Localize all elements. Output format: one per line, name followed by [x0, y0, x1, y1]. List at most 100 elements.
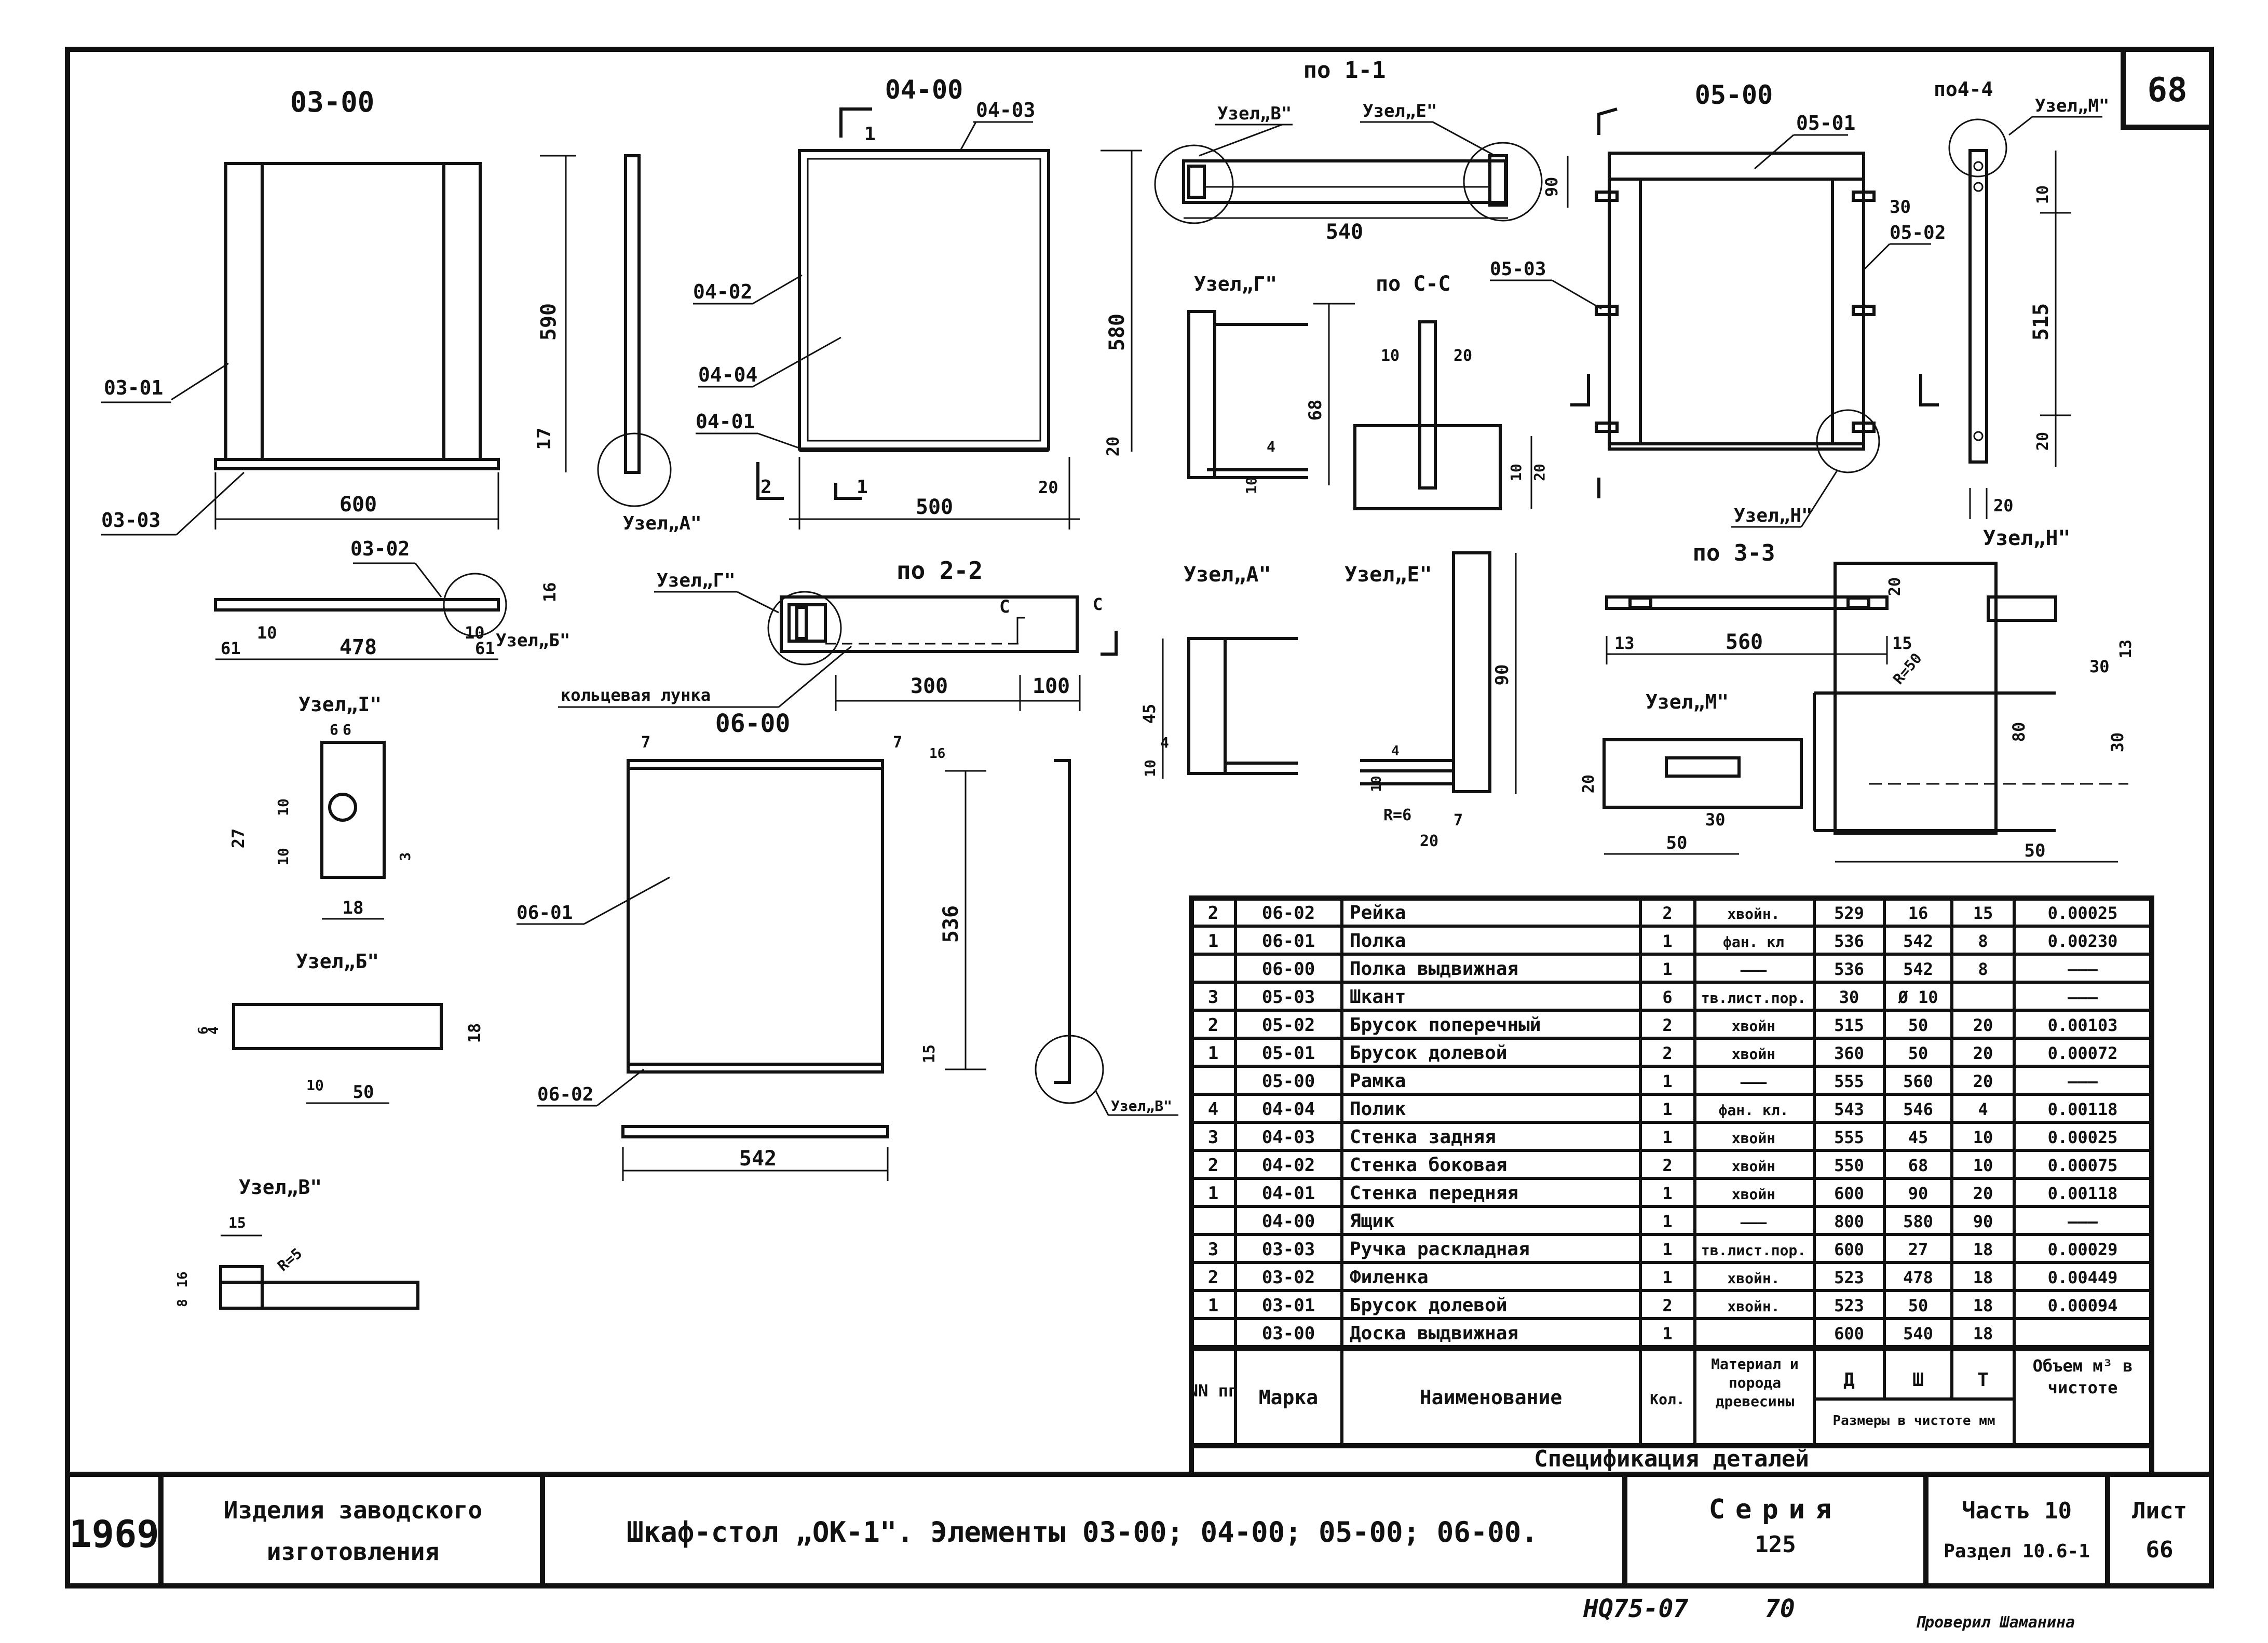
svg-text:3: 3 [397, 852, 414, 861]
spec-cell-mat: хвойн. [1727, 905, 1780, 922]
title-block: 1969 Изделия заводского изготовления Шка… [69, 1474, 2187, 1586]
spec-cell-sh: 560 [1903, 1071, 1933, 1091]
svg-text:Узел„А": Узел„А" [1184, 563, 1271, 587]
spec-header-nn: NN пп [1188, 1381, 1238, 1401]
spec-cell-t: 18 [1973, 1296, 1993, 1315]
spec-cell-marka: 05-03 [1262, 987, 1315, 1008]
spec-cell-mat: ——— [1741, 961, 1767, 979]
tb-section: Раздел 10.6-1 [1944, 1541, 2090, 1562]
spec-cell-kol: 1 [1662, 1324, 1672, 1343]
spec-cell-marka: 05-02 [1262, 1015, 1315, 1036]
footer-checked: Проверил Шаманина [1916, 1613, 2075, 1632]
svg-text:10: 10 [465, 623, 485, 643]
svg-text:R=50: R=50 [1890, 650, 1925, 688]
svg-text:04-02: 04-02 [693, 280, 752, 303]
svg-text:20: 20 [1038, 478, 1058, 497]
spec-cell-vol: 0.00072 [2048, 1043, 2118, 1063]
svg-text:Узел„М": Узел„М" [1646, 690, 1729, 713]
section-4-4: по4-4 Узел„М" 10 515 20 20 [1934, 78, 2109, 519]
spec-cell-name: Полик [1350, 1098, 1406, 1120]
svg-text:61: 61 [475, 639, 495, 658]
spec-cell-name: Рамка [1350, 1070, 1406, 1092]
svg-text:10: 10 [275, 798, 292, 816]
svg-text:61: 61 [221, 639, 241, 658]
spec-cell-t: 20 [1973, 1015, 1993, 1035]
svg-text:20: 20 [1103, 437, 1123, 457]
svg-text:80: 80 [2009, 722, 2029, 742]
svg-text:536: 536 [939, 905, 963, 943]
svg-text:4: 4 [1267, 438, 1275, 455]
svg-text:С: С [1093, 594, 1103, 614]
spec-cell-d: 555 [1834, 1128, 1864, 1147]
spec-cell-name: Брусок поперечный [1350, 1014, 1541, 1036]
svg-text:515: 515 [2029, 303, 2053, 341]
detail-uzel-n: Узел„Н" 20 13 30 80 30 50 R=50 [1813, 526, 2135, 863]
spec-cell-mat: хвойн [1732, 1186, 1775, 1203]
tb-part: Часть 10 [1962, 1498, 2072, 1524]
part-03-00: 03-00 600 590 17 Узел„А" 03-01 03-03 03-… [101, 86, 702, 660]
svg-text:05-02: 05-02 [1890, 222, 1946, 243]
spec-cell-t: 4 [1978, 1099, 1988, 1119]
spec-cell-mat: тв.лист.пор. [1701, 989, 1806, 1007]
svg-text:7: 7 [893, 734, 902, 752]
spec-cell-d: 515 [1834, 1015, 1864, 1035]
svg-text:16: 16 [175, 1271, 191, 1287]
spec-cell-name: Полка [1350, 930, 1406, 952]
spec-header-sh: Ш [1912, 1369, 1924, 1391]
svg-text:20: 20 [1531, 464, 1548, 481]
spec-cell-kol: 1 [1662, 931, 1672, 951]
svg-text:по 3-3: по 3-3 [1693, 540, 1775, 566]
svg-text:04-04: 04-04 [698, 363, 757, 386]
spec-cell-marka: 03-03 [1262, 1239, 1315, 1260]
svg-text:50: 50 [353, 1082, 374, 1103]
svg-text:2: 2 [760, 477, 772, 498]
spec-cell-vol: 0.00075 [2048, 1156, 2118, 1175]
spec-cell-name: Стенка передняя [1350, 1183, 1518, 1204]
svg-text:03-01: 03-01 [104, 376, 163, 399]
tb-org2: изготовления [267, 1538, 439, 1566]
spec-cell-t: 8 [1978, 959, 1988, 979]
tb-sheet-label: Лист [2132, 1498, 2187, 1524]
svg-text:45: 45 [1139, 704, 1159, 724]
spec-cell-vol: 0.00118 [2048, 1099, 2118, 1119]
svg-text:Узел„М": Узел„М" [2035, 96, 2109, 116]
svg-text:20: 20 [1580, 775, 1598, 793]
svg-text:600: 600 [339, 493, 377, 517]
tb-sheet: 66 [2146, 1537, 2174, 1563]
svg-text:06-00: 06-00 [715, 709, 791, 738]
spec-cell-mat: хвойн [1732, 1045, 1775, 1063]
svg-text:30: 30 [2089, 657, 2110, 676]
spec-cell-n: 3 [1208, 1239, 1218, 1260]
spec-cell-vol: 0.00025 [2048, 1128, 2118, 1147]
svg-text:580: 580 [1105, 314, 1129, 351]
spec-cell-kol: 1 [1662, 1099, 1672, 1119]
svg-text:10: 10 [257, 623, 277, 643]
spec-cell-name: Доска выдвижная [1350, 1323, 1518, 1344]
svg-text:50: 50 [1666, 833, 1688, 853]
spec-cell-vol: ——— [2068, 959, 2098, 979]
svg-text:04-01: 04-01 [696, 410, 755, 433]
svg-text:30: 30 [1890, 197, 1911, 218]
spec-cell-d: 536 [1834, 931, 1864, 951]
spec-cell-marka: 06-00 [1262, 959, 1315, 980]
svg-text:16: 16 [540, 582, 560, 602]
spec-cell-mat: хвойн [1732, 1017, 1775, 1035]
spec-cell-d: 600 [1834, 1324, 1864, 1343]
svg-text:С: С [999, 596, 1010, 617]
spec-cell-kol: 2 [1662, 1015, 1672, 1035]
svg-text:Узел„Е": Узел„Е" [1344, 563, 1432, 587]
spec-cell-mat: хвойн. [1727, 1270, 1780, 1287]
spec-cell-d: 523 [1834, 1268, 1864, 1287]
svg-text:100: 100 [1033, 674, 1070, 698]
svg-text:90: 90 [1542, 177, 1561, 197]
svg-text:1: 1 [864, 124, 876, 145]
spec-cell-name: Шкант [1350, 986, 1406, 1008]
spec-cell-t: 10 [1973, 1156, 1993, 1175]
spec-cell-name: Стенка задняя [1350, 1126, 1496, 1148]
spec-cell-d: 529 [1834, 903, 1864, 923]
spec-cell-vol: ——— [2068, 1071, 2098, 1091]
svg-text:8: 8 [175, 1299, 191, 1307]
svg-text:Узел„В": Узел„В" [1111, 1097, 1172, 1115]
spec-cell-marka: 04-03 [1262, 1127, 1315, 1148]
